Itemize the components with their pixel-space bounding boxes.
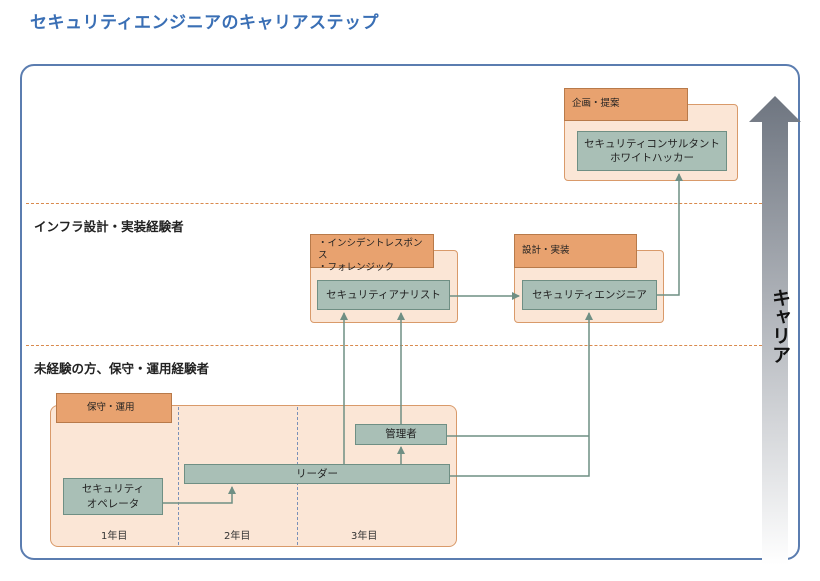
year-label-1: 1年目 [101,531,128,542]
year-label-3: 3年目 [351,531,378,542]
level-divider-upper [26,203,762,204]
page-title: セキュリティエンジニアのキャリアステップ [30,13,379,33]
stage-tag-maintenance: 保守・運用 [56,393,172,423]
role-operator[interactable]: セキュリティ オペレータ [63,478,163,515]
level-divider-lower [26,345,762,346]
year-divider-1 [178,407,179,545]
stage-tag-incident: ・インシデントレスポンス ・フォレンジック [310,234,434,273]
level-label-infra: インフラ設計・実装経験者 [34,219,184,234]
year-label-2: 2年目 [224,531,251,542]
role-engineer[interactable]: セキュリティエンジニア [522,280,657,310]
career-label: キャリア [769,288,791,364]
role-analyst[interactable]: セキュリティアナリスト [317,280,450,310]
role-consultant[interactable]: セキュリティコンサルタント ホワイトハッカー [577,131,727,171]
stage-tag-planning: 企画・提案 [564,88,688,121]
role-leader[interactable]: リーダー [184,464,450,484]
role-manager[interactable]: 管理者 [355,424,447,445]
stage-tag-design: 設計・実装 [514,234,637,268]
level-label-beginner: 未経験の方、保守・運用経験者 [34,361,210,376]
